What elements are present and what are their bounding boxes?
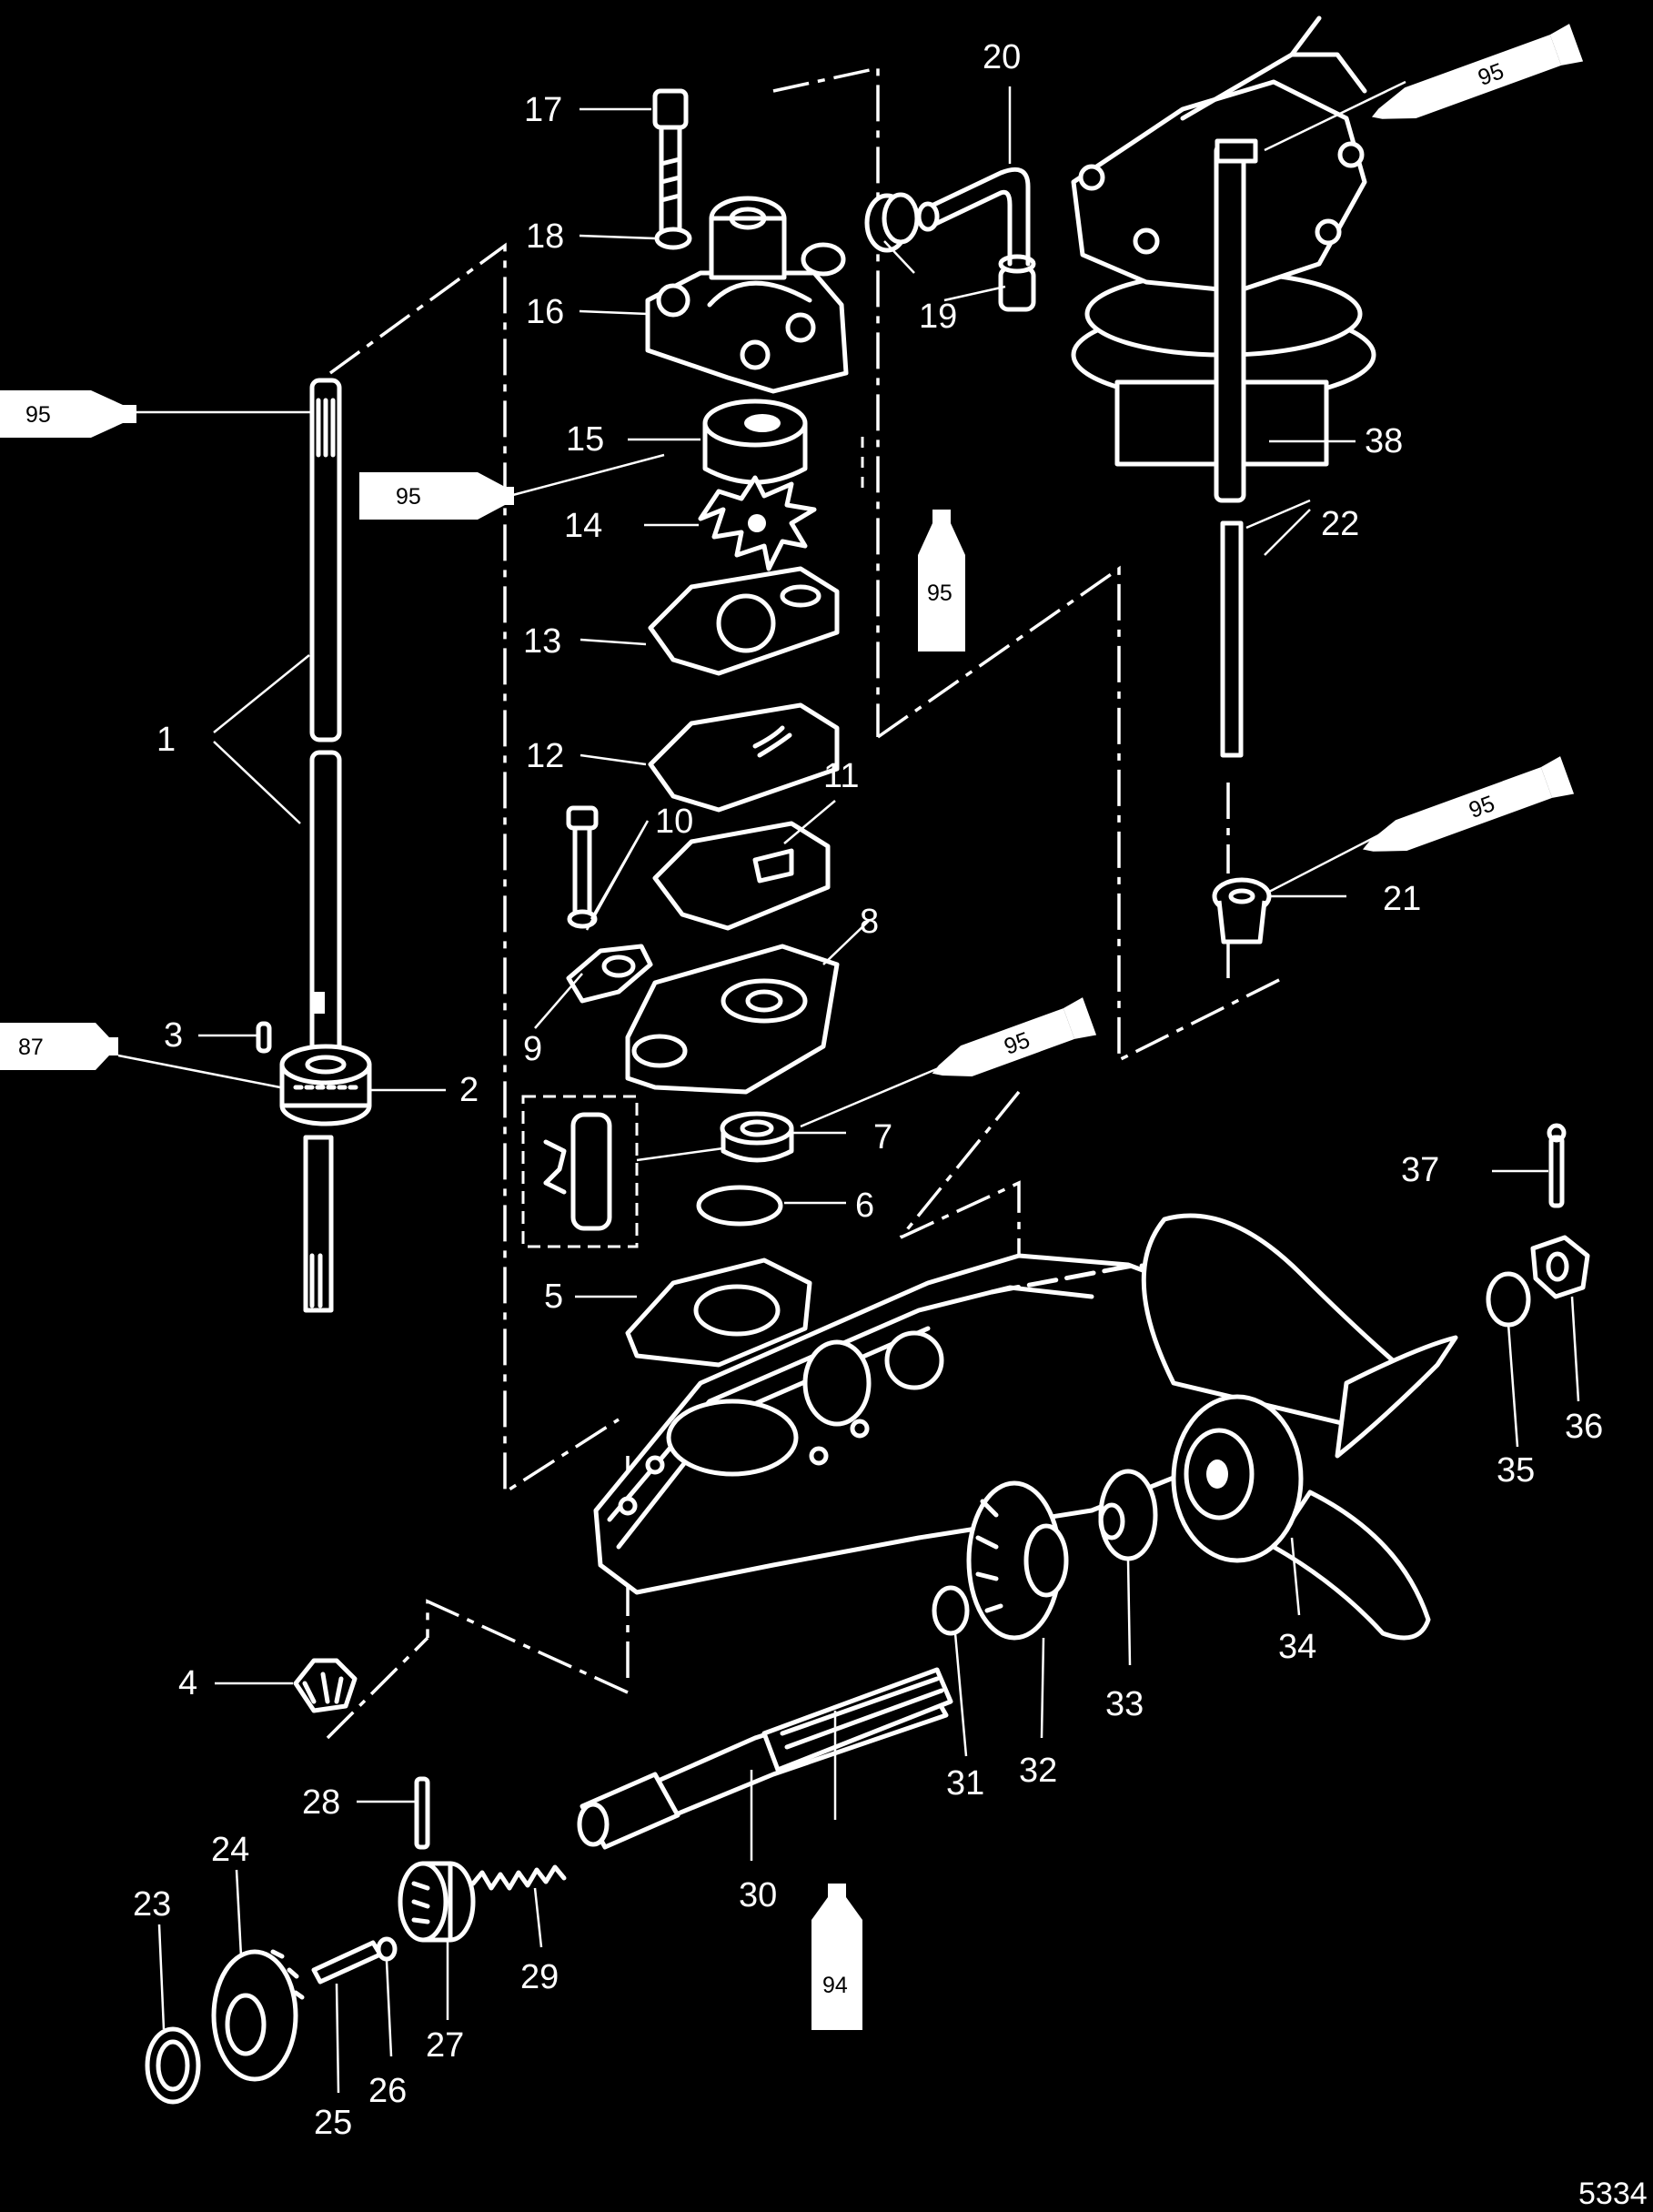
tube-label: 87	[18, 1035, 44, 1060]
label-30: 30	[739, 1876, 777, 1914]
lubricant-tube: 95	[359, 472, 514, 520]
shift-shaft	[1214, 138, 1258, 758]
pump-base-gasket	[625, 1258, 812, 1368]
impeller-insert	[702, 399, 808, 485]
label-35: 35	[1497, 1451, 1535, 1490]
figure-number: 5334	[1578, 2177, 1648, 2211]
lower-gasket	[652, 821, 831, 931]
pump-base-screw	[566, 805, 599, 929]
oil-seal	[720, 1111, 794, 1163]
label-8: 8	[860, 903, 879, 941]
lubricant-tube: 87	[0, 1023, 118, 1070]
shift-shaft-bushing	[1212, 877, 1272, 944]
label-11: 11	[823, 757, 859, 795]
label-24: 24	[211, 1831, 249, 1869]
label-12: 12	[526, 737, 564, 775]
drive-shaft	[303, 378, 342, 1313]
tube-label: 95	[396, 484, 421, 510]
label-10: 10	[655, 803, 693, 841]
label-7: 7	[873, 1118, 892, 1157]
cross-pin	[414, 1776, 430, 1850]
label-14: 14	[564, 507, 602, 545]
propeller	[1141, 1213, 1458, 1641]
label-36: 36	[1565, 1408, 1603, 1446]
label-32: 32	[1019, 1752, 1057, 1790]
propeller-shaft	[577, 1667, 953, 1850]
label-19: 19	[919, 298, 957, 336]
sliding-clutch	[398, 1861, 476, 1943]
label-18: 18	[526, 217, 564, 256]
label-38: 38	[1365, 422, 1403, 460]
label-9: 9	[523, 1030, 542, 1068]
detail-inset-box	[521, 1095, 639, 1248]
thrust-washer	[145, 2026, 201, 2105]
label-34: 34	[1278, 1628, 1316, 1666]
label-1: 1	[156, 721, 176, 759]
guide-ball	[376, 1936, 398, 1962]
lubricant-tube: 95	[0, 390, 136, 438]
label-29: 29	[520, 1958, 559, 1996]
part-labels: 1 2 3 4 5 6 7 8 9 10 11 12 13 14 15 16 1…	[133, 38, 1603, 2142]
water-pump-base	[625, 944, 840, 1095]
forward-gear	[966, 1480, 1069, 1641]
label-16: 16	[526, 293, 564, 331]
impeller	[698, 475, 817, 571]
lubricant-tube: 95	[1362, 756, 1575, 852]
label-6: 6	[855, 1187, 874, 1225]
label-23: 23	[133, 1885, 171, 1924]
label-25: 25	[314, 2104, 352, 2142]
tube-label: 94	[822, 1973, 848, 1998]
label-28: 28	[302, 1783, 340, 1822]
lubricant-tube: 95	[932, 997, 1097, 1076]
drive-shaft-bearing	[279, 1044, 372, 1126]
lubricant-tube: 95	[918, 510, 965, 651]
thrust-bearing-washer	[932, 1585, 970, 1636]
label-20: 20	[983, 38, 1021, 76]
upper-gasket	[648, 566, 840, 676]
pump-bolt	[652, 88, 689, 244]
label-26: 26	[368, 2072, 407, 2110]
label-21: 21	[1383, 880, 1421, 918]
o-ring	[696, 1185, 783, 1227]
label-37: 37	[1401, 1151, 1439, 1189]
assembly-reference-lines	[326, 66, 1284, 1740]
label-13: 13	[523, 622, 561, 661]
face-plate	[648, 702, 840, 813]
tube-label: 95	[25, 402, 51, 428]
lubricant-tube: 95	[1371, 24, 1584, 119]
seal-detail	[543, 1112, 612, 1231]
pinion-gear	[293, 1658, 358, 1713]
label-15: 15	[566, 420, 604, 459]
cotter-pin	[1547, 1123, 1567, 1208]
cross-pin-spring	[470, 1864, 567, 1891]
reverse-gear	[211, 1949, 305, 2082]
thrust-hub	[1098, 1469, 1158, 1561]
propeller-nut	[1530, 1235, 1590, 1299]
water-pump-body	[645, 196, 849, 394]
bolt-washer	[654, 227, 692, 250]
propeller-washer	[1486, 1271, 1531, 1328]
label-4: 4	[178, 1664, 197, 1702]
leader-lines	[117, 80, 1580, 2094]
label-31: 31	[946, 1764, 984, 1803]
lubricant-tube: 94	[811, 1884, 862, 2030]
label-2: 2	[459, 1071, 479, 1109]
label-22: 22	[1321, 505, 1359, 543]
gearcase-housing	[593, 1253, 1276, 1595]
tube-label: 95	[927, 581, 952, 606]
label-27: 27	[426, 2026, 464, 2065]
label-17: 17	[524, 91, 562, 129]
label-5: 5	[544, 1278, 563, 1316]
label-33: 33	[1105, 1685, 1144, 1723]
label-3: 3	[164, 1016, 183, 1055]
drive-shaft-pin	[256, 1021, 272, 1054]
water-tube-hose	[925, 167, 1031, 267]
